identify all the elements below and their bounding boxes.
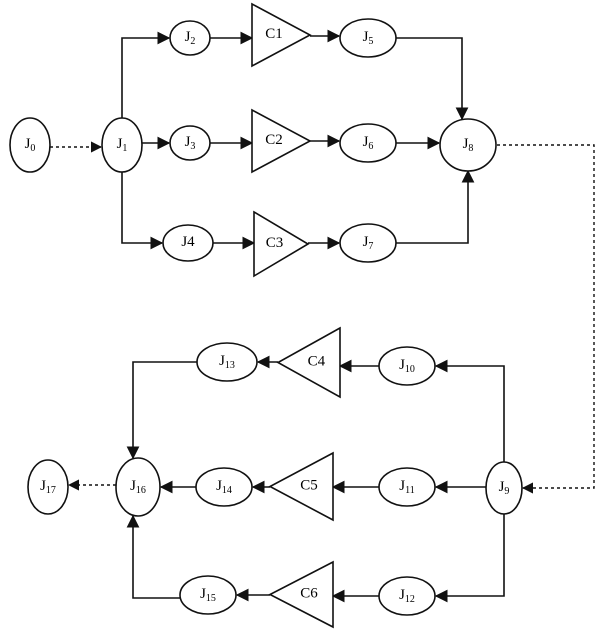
- node-j17-label: J17: [40, 478, 56, 496]
- node-j7-label: J7: [363, 234, 374, 252]
- node-j9: J9: [485, 461, 523, 515]
- node-j17-ellipse: [27, 459, 69, 515]
- node-j3-label: J3: [185, 134, 196, 152]
- node-j5: J5: [339, 18, 397, 58]
- node-j16-ellipse: [115, 457, 161, 517]
- node-j4: J4: [162, 224, 214, 262]
- node-j2: J2: [169, 20, 211, 56]
- node-c2-label: C2: [265, 132, 283, 148]
- node-c6-label: C6: [300, 586, 318, 602]
- node-j10: J10: [378, 346, 436, 386]
- node-j13-ellipse: [196, 342, 258, 382]
- node-c6: C6: [268, 560, 334, 629]
- node-j11: J11: [378, 467, 436, 507]
- node-j10-ellipse: [378, 346, 436, 386]
- node-j4-ellipse: [162, 224, 214, 262]
- edge-j9-to-j12: [434, 514, 505, 603]
- node-j13-label: J13: [219, 353, 235, 371]
- node-c1-label: C1: [265, 26, 283, 42]
- node-c6-triangle: [268, 560, 334, 629]
- node-j14-ellipse: [195, 467, 253, 507]
- edge-j13-to-j16: [126, 361, 197, 460]
- node-c3-triangle: [253, 210, 310, 278]
- node-j1-ellipse: [101, 117, 143, 173]
- edge-j8-to-j9: [497, 144, 595, 494]
- node-j8-ellipse: [439, 118, 497, 172]
- node-j0: J0: [9, 117, 51, 173]
- node-c2-triangle: [251, 108, 312, 174]
- node-c5-label: C5: [300, 478, 318, 494]
- edge-j1-to-j2: [121, 31, 171, 118]
- node-j8: J8: [439, 118, 497, 172]
- node-c2: C2: [251, 108, 312, 174]
- node-j5-ellipse: [339, 18, 397, 58]
- node-c4: C4: [276, 326, 341, 399]
- node-j4-label: J4: [181, 234, 195, 250]
- node-j13: J13: [196, 342, 258, 382]
- node-j14: J14: [195, 467, 253, 507]
- node-j1: J1: [101, 117, 143, 173]
- node-j2-ellipse: [169, 20, 211, 56]
- edges-layer: [50, 29, 595, 603]
- node-j0-label: J0: [25, 136, 36, 154]
- node-j16: J16: [115, 457, 161, 517]
- node-c1-triangle: [251, 2, 312, 68]
- node-j16-label: J16: [130, 478, 146, 496]
- node-j6: J6: [339, 123, 397, 163]
- edge-j9-to-j10: [434, 359, 505, 462]
- edge-j7-to-j8: [396, 169, 475, 244]
- node-c4-triangle: [276, 326, 341, 399]
- node-c1: C1: [251, 2, 312, 68]
- node-j0-ellipse: [9, 117, 51, 173]
- node-c3-label: C3: [266, 235, 284, 251]
- node-j3: J3: [169, 125, 211, 161]
- node-j8-label: J8: [463, 136, 474, 154]
- node-c5-triangle: [268, 451, 334, 522]
- node-j12-ellipse: [378, 576, 436, 616]
- node-j9-label: J9: [499, 479, 510, 497]
- node-j17: J17: [27, 459, 69, 515]
- node-j14-label: J14: [216, 478, 232, 496]
- node-c5: C5: [268, 451, 334, 522]
- edge-j1-to-j4: [121, 172, 164, 250]
- node-j1-label: J1: [117, 136, 128, 154]
- node-j2-label: J2: [185, 29, 196, 47]
- node-j15-label: J15: [200, 586, 216, 604]
- edge-j15-to-j16: [126, 514, 180, 599]
- node-j3-ellipse: [169, 125, 211, 161]
- node-j15-ellipse: [179, 575, 237, 615]
- node-j11-ellipse: [378, 467, 436, 507]
- node-j12: J12: [378, 576, 436, 616]
- node-j11-label: J11: [399, 478, 414, 496]
- node-j9-ellipse: [485, 461, 523, 515]
- node-j7: J7: [339, 223, 397, 263]
- node-j6-ellipse: [339, 123, 397, 163]
- node-c3: C3: [253, 210, 310, 278]
- node-j6-label: J6: [363, 134, 374, 152]
- edge-j5-to-j8: [396, 37, 469, 121]
- node-j12-label: J12: [399, 587, 415, 605]
- node-c4-label: C4: [308, 354, 326, 370]
- node-j5-label: J5: [363, 29, 374, 47]
- node-j7-ellipse: [339, 223, 397, 263]
- node-j10-label: J10: [399, 357, 415, 375]
- node-j15: J15: [179, 575, 237, 615]
